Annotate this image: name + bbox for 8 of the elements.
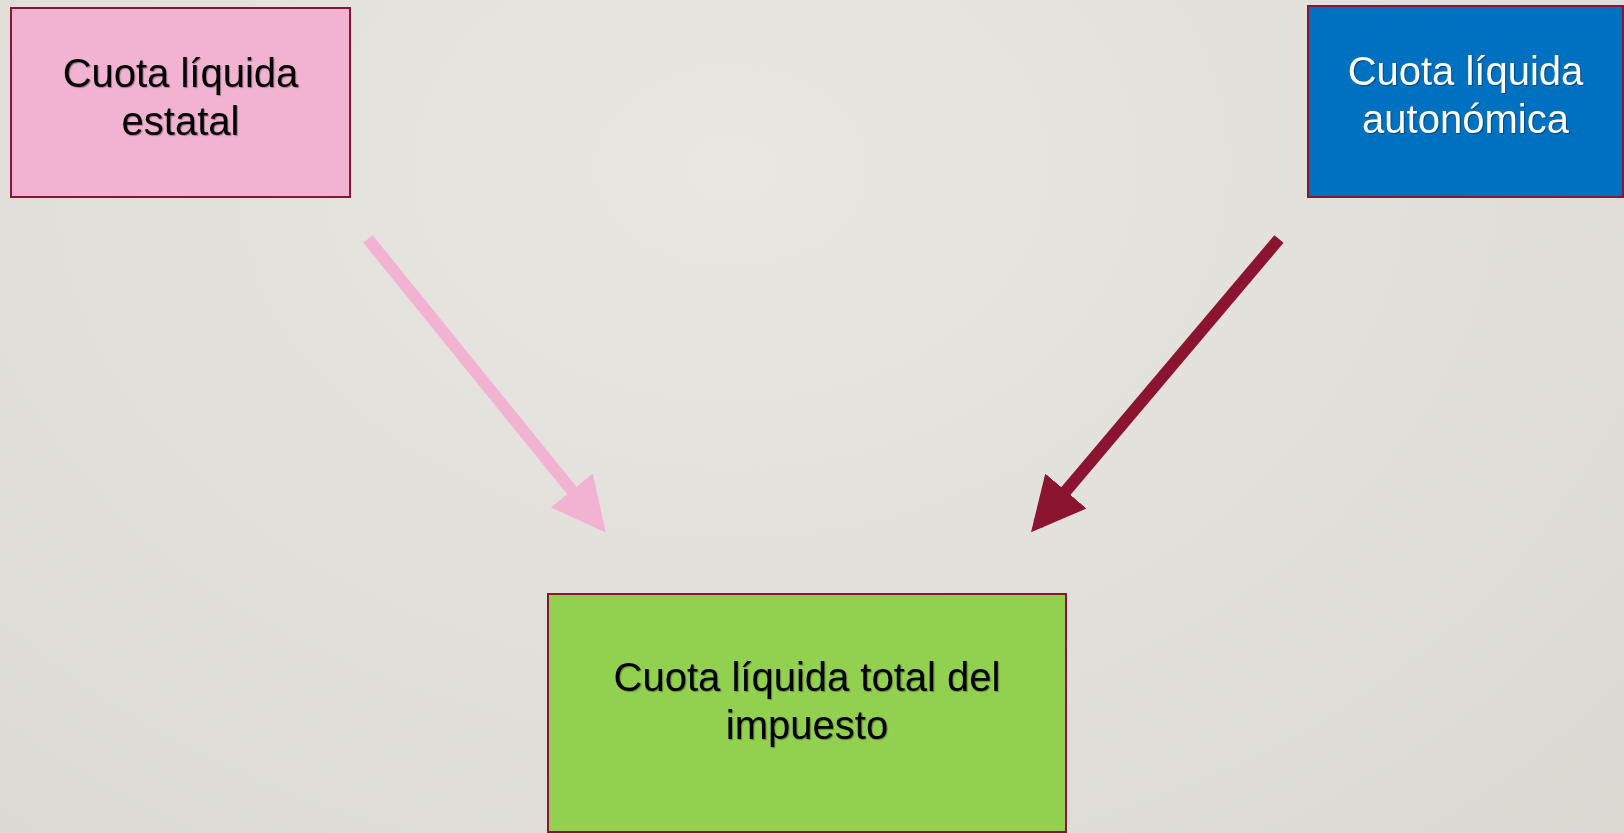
process-box bbox=[547, 593, 1067, 833]
process-box bbox=[10, 7, 351, 198]
box-label: Cuota líquida estatal bbox=[61, 50, 300, 145]
arrow bbox=[363, 235, 606, 533]
box-label: Cuota líquida total del impuesto bbox=[612, 654, 1002, 749]
process-box bbox=[1307, 5, 1624, 198]
arrow bbox=[1031, 235, 1284, 533]
box-label: Cuota líquida autonómica bbox=[1346, 48, 1585, 143]
